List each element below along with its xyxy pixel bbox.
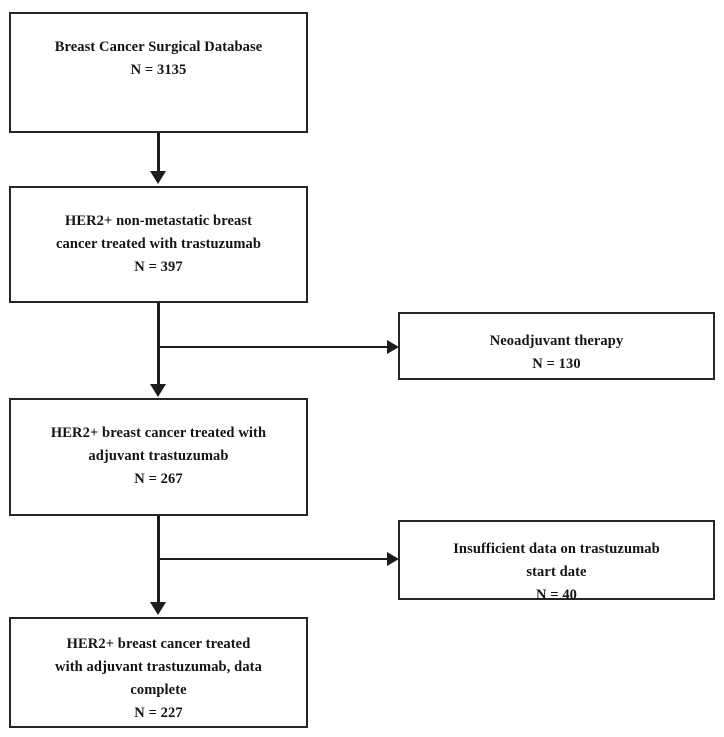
connector-her2-to-neoadjuvant-arrowhead xyxy=(387,340,399,354)
connector-database-to-her2-arrowhead xyxy=(150,171,166,184)
node-neoadjuvant: Neoadjuvant therapy N = 130 xyxy=(398,312,715,380)
node-data-complete: HER2+ breast cancer treated with adjuvan… xyxy=(9,617,308,728)
node-insufficient-data-count: N = 40 xyxy=(535,587,578,603)
node-data-complete-count: N = 227 xyxy=(134,705,183,721)
connector-her2-to-adjuvant-line xyxy=(157,303,160,385)
connector-adjuvant-to-insufficient-arrowhead xyxy=(387,552,399,566)
connector-adjuvant-to-complete-arrowhead xyxy=(150,602,166,615)
node-her2-trastuzumab-label: HER2+ non-metastatic breast cancer treat… xyxy=(55,213,262,252)
node-neoadjuvant-count: N = 130 xyxy=(532,356,581,372)
connector-her2-to-adjuvant-arrowhead xyxy=(150,384,166,397)
node-adjuvant-trastuzumab-count: N = 267 xyxy=(134,471,183,487)
node-database-count: N = 3135 xyxy=(130,62,187,78)
node-her2-trastuzumab-count: N = 397 xyxy=(134,259,183,275)
node-database: Breast Cancer Surgical Database N = 3135 xyxy=(9,12,308,133)
node-her2-trastuzumab: HER2+ non-metastatic breast cancer treat… xyxy=(9,186,308,303)
node-insufficient-data: Insufficient data on trastuzumab start d… xyxy=(398,520,715,603)
connector-her2-to-neoadjuvant-line xyxy=(157,346,389,348)
connector-adjuvant-to-insufficient-line xyxy=(157,558,389,560)
node-neoadjuvant-label: Neoadjuvant therapy xyxy=(489,333,624,349)
node-data-complete-label: HER2+ breast cancer treated with adjuvan… xyxy=(55,636,262,698)
node-insufficient-data-label: Insufficient data on trastuzumab start d… xyxy=(453,541,660,580)
node-adjuvant-trastuzumab-label: HER2+ breast cancer treated with adjuvan… xyxy=(50,425,267,464)
node-database-label: Breast Cancer Surgical Database xyxy=(54,39,263,55)
connector-database-to-her2-line xyxy=(157,133,160,173)
node-adjuvant-trastuzumab: HER2+ breast cancer treated with adjuvan… xyxy=(9,398,308,516)
